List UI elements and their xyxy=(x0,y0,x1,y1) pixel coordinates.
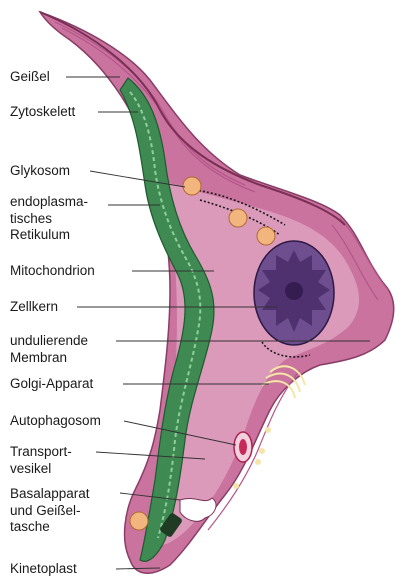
autophagosome xyxy=(234,432,252,462)
label-line: Zellkern xyxy=(10,299,58,316)
label-kinetoplast: Kinetoplast xyxy=(10,561,77,578)
label-autophagosom: Autophagosom xyxy=(10,413,101,430)
flagellar-pocket xyxy=(180,498,216,521)
transport-vesicle xyxy=(259,448,265,454)
label-line: Glykosom xyxy=(10,163,70,180)
label-line: tisches xyxy=(10,211,88,228)
transport-vesicle xyxy=(265,427,271,433)
glycosome xyxy=(257,227,275,245)
transport-vesicle xyxy=(255,459,261,465)
label-golgi-apparat: Golgi-Apparat xyxy=(10,376,93,393)
glycosome xyxy=(229,209,247,227)
label-endoplasmatisches-retikulum: endoplasma- tisches Retikulum xyxy=(10,194,88,244)
label-line: Zytoskelett xyxy=(10,104,75,121)
label-zellkern: Zellkern xyxy=(10,299,58,316)
label-line: Geißel xyxy=(10,69,50,86)
label-undulierende-membran: undulierende Membran xyxy=(10,333,88,366)
label-line: endoplasma- xyxy=(10,194,88,211)
label-zytoskelett: Zytoskelett xyxy=(10,104,75,121)
label-line: Membran xyxy=(10,350,88,367)
glycosome xyxy=(183,177,201,195)
label-line: Transport- xyxy=(10,444,72,461)
label-line: tasche xyxy=(10,519,90,536)
nucleus xyxy=(254,241,334,345)
label-glykosom: Glykosom xyxy=(10,163,70,180)
label-line: Basalapparat xyxy=(10,486,90,503)
label-line: Golgi-Apparat xyxy=(10,376,93,393)
label-line: Autophagosom xyxy=(10,413,101,430)
label-mitochondrion: Mitochondrion xyxy=(10,263,95,280)
glycosome xyxy=(130,512,148,530)
label-basalapparat: Basalapparat und Geißel- tasche xyxy=(10,486,90,536)
label-line: vesikel xyxy=(10,461,72,478)
label-line: und Geißel- xyxy=(10,503,90,520)
label-geissel: Geißel xyxy=(10,69,50,86)
label-line: Kinetoplast xyxy=(10,561,77,578)
label-line: Retikulum xyxy=(10,227,88,244)
label-transportvesikel: Transport- vesikel xyxy=(10,444,72,477)
transport-vesicle xyxy=(233,483,239,489)
label-line: undulierende xyxy=(10,333,88,350)
label-line: Mitochondrion xyxy=(10,263,95,280)
